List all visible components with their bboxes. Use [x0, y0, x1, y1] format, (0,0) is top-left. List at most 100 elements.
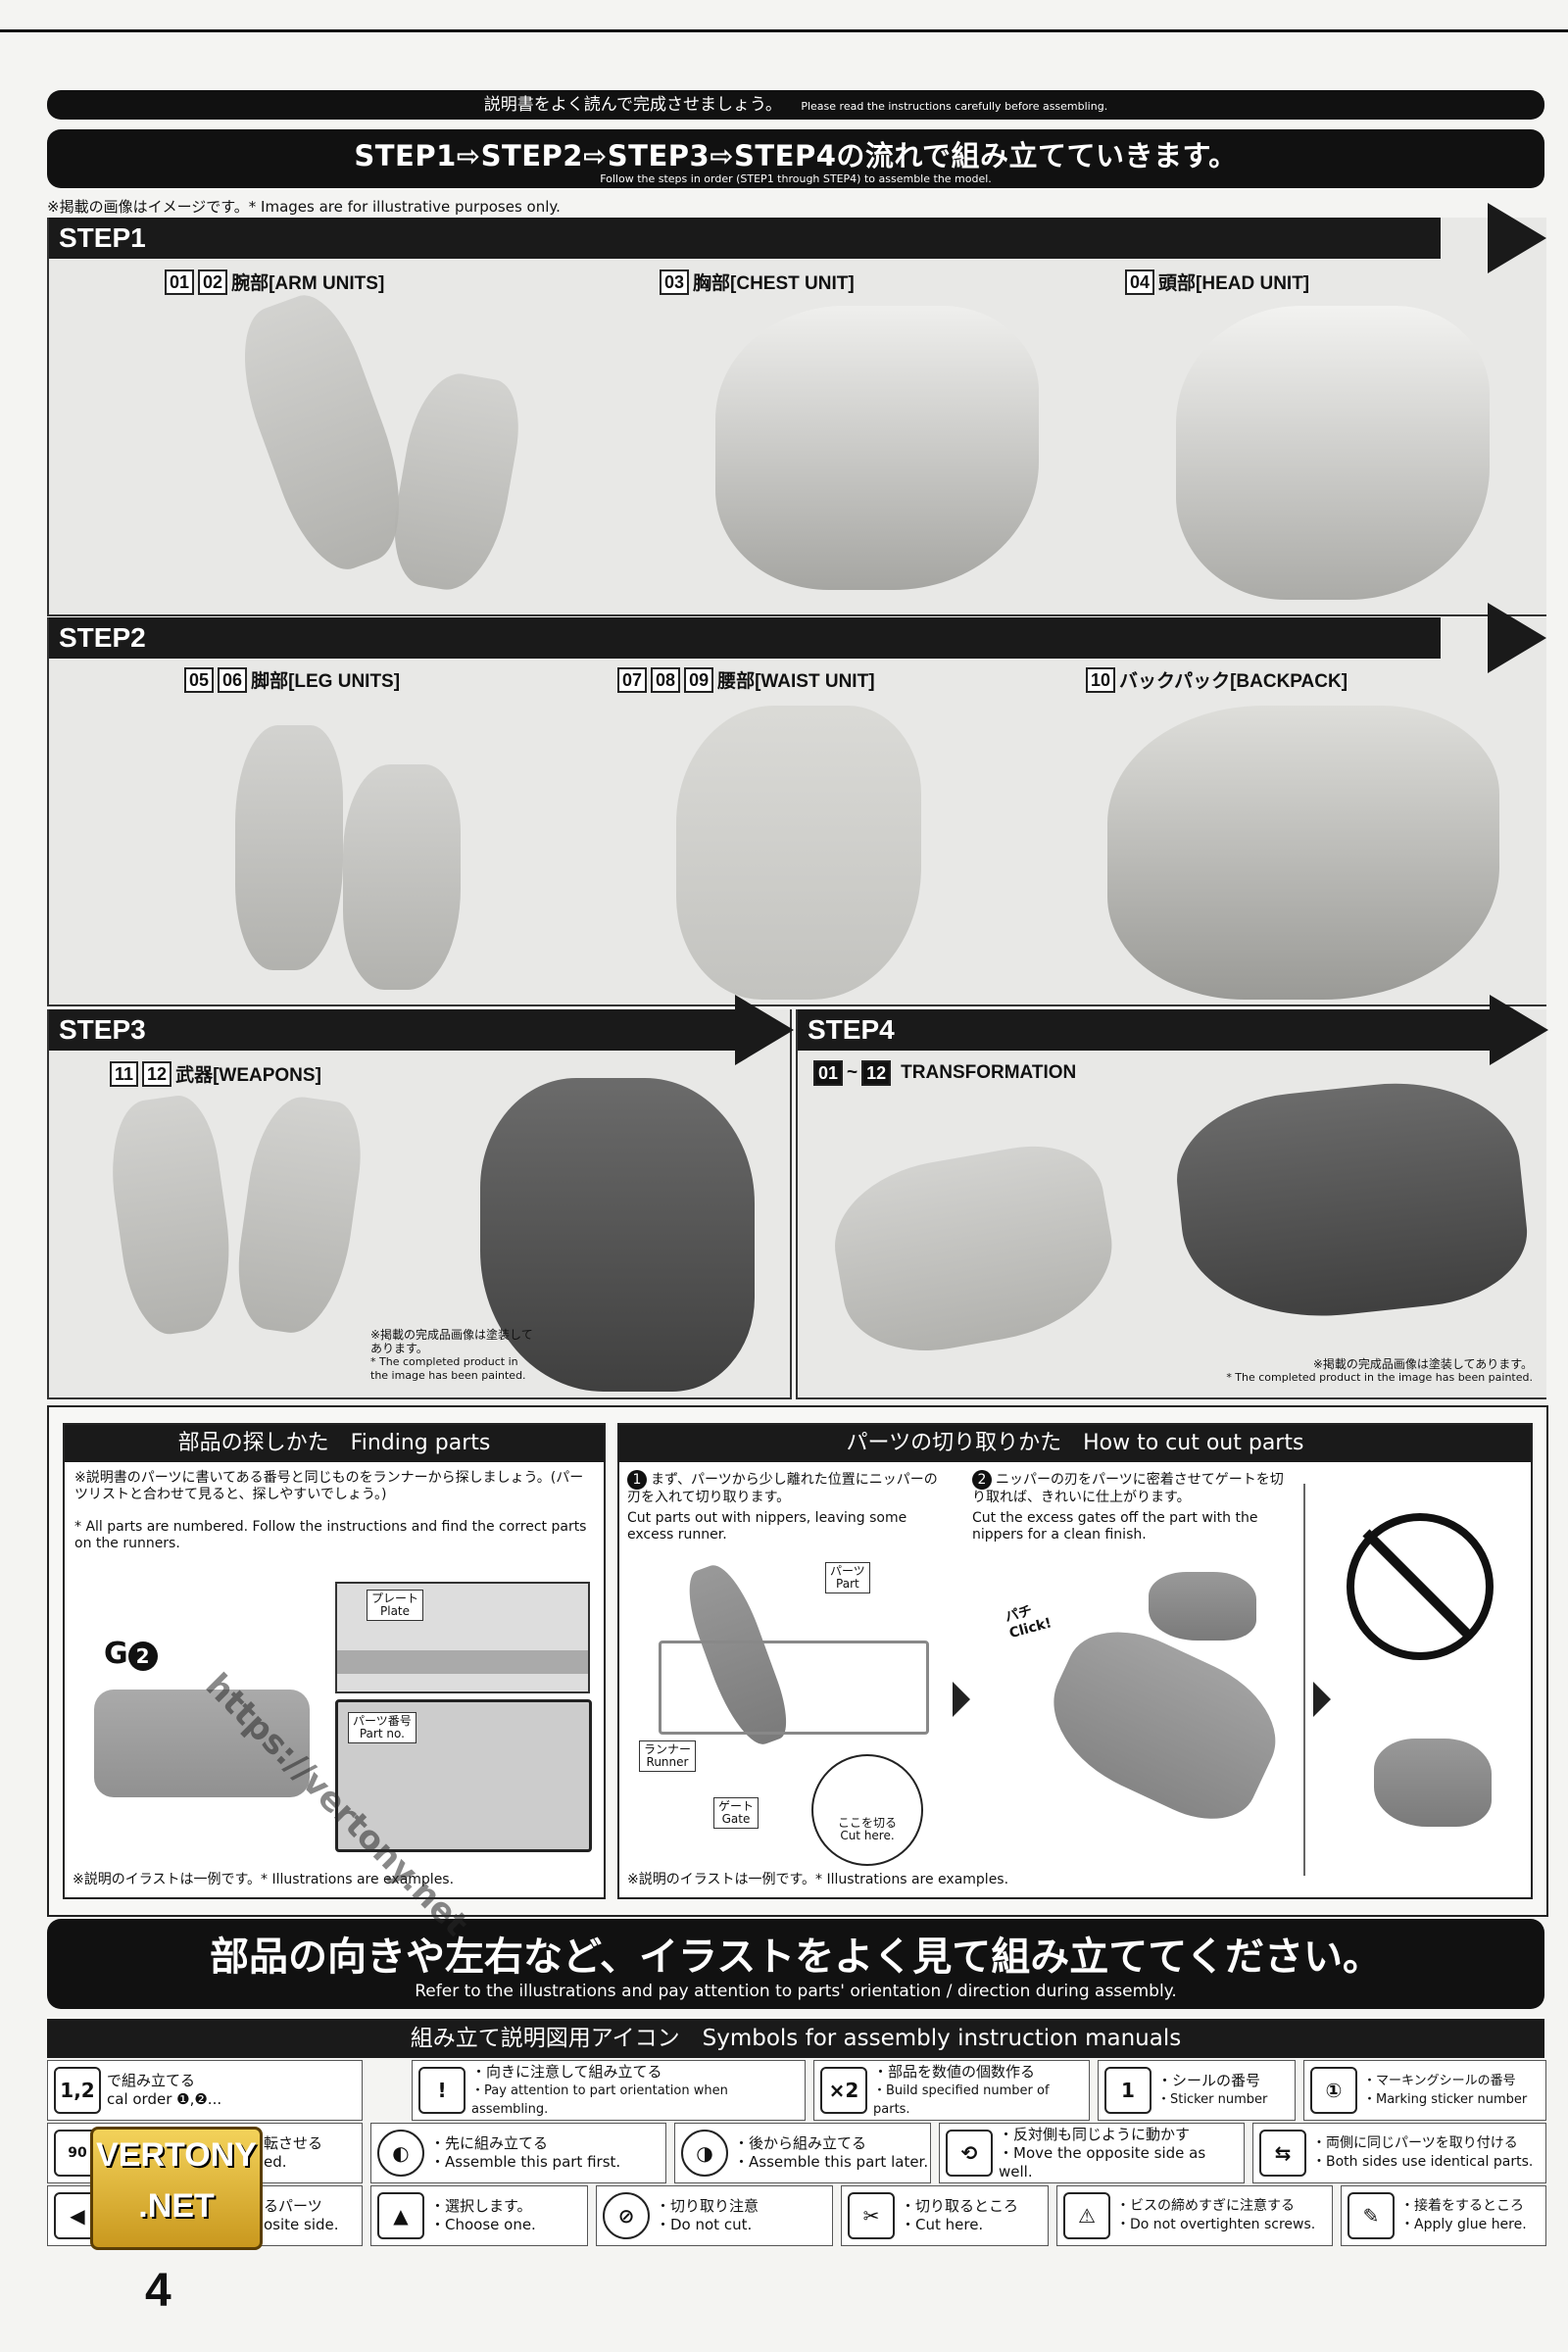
plate-label: プレート Plate: [367, 1590, 424, 1621]
runner-frame-image: [659, 1641, 929, 1735]
choose-icon: ▲: [377, 2192, 424, 2239]
symbol-en: ・Do not cut.: [656, 2216, 753, 2233]
finding-example-note: ※説明のイラストは一例です。* Illustrations are exampl…: [73, 1872, 455, 1887]
part-num: 10: [1086, 666, 1116, 693]
step2-item-waist: 07 08 09 腰部[WAIST UNIT]: [617, 666, 875, 693]
item-title: 胸部[CHEST UNIT]: [693, 273, 855, 294]
cut-part-image: [1149, 1572, 1256, 1641]
backpack-image: [1107, 706, 1499, 1000]
part-num: 08: [651, 666, 681, 693]
leg-units-image: [343, 764, 461, 990]
symbol-en: ・Do not overtighten screws.: [1116, 2217, 1316, 2232]
step2-item-legs: 05 06 脚部[LEG UNITS]: [184, 666, 400, 693]
step2-label: STEP2: [59, 622, 146, 653]
symbol-en: ・Assemble this part later.: [734, 2153, 929, 2171]
arrow-right-icon: [1313, 1682, 1331, 1717]
weapon-image: [101, 1091, 242, 1340]
part-en: Part: [836, 1577, 859, 1591]
symbol-marking-sticker: ① ・マーキングシールの番号・Marking sticker number: [1303, 2060, 1546, 2121]
symbol-jp: ・切り取るところ: [901, 2197, 1019, 2215]
symbol-en: ・Build specified number of parts.: [873, 2082, 1050, 2117]
symbol-move-opposite: ⟲ ・反対側も同じように動かす・Move the opposite side a…: [939, 2123, 1245, 2183]
cut-step1-jp: まず、パーツから少し離れた位置にニッパーの刃を入れて切り取ります。: [627, 1472, 938, 1505]
item-title: 頭部[HEAD UNIT]: [1158, 273, 1310, 294]
cut-here-callout: ここを切る Cut here.: [811, 1754, 923, 1866]
painted-en: * The completed product in the image has…: [370, 1355, 526, 1382]
item-title: 武器[WEAPONS]: [175, 1065, 321, 1086]
step4-arrow-icon: [1490, 995, 1548, 1065]
chest-unit-image: [715, 306, 1039, 590]
arm-units-image: [383, 367, 528, 598]
part-num: 05: [184, 666, 215, 693]
step-flow-banner: STEP1⇨STEP2⇨STEP3⇨STEP4の流れで組み立てていきます。 Fo…: [47, 129, 1544, 188]
step3-header: STEP3: [49, 1009, 735, 1051]
finding-en: * All parts are numbered. Follow the ins…: [74, 1519, 587, 1551]
runner-part-image: [94, 1690, 310, 1797]
transformed-mode-painted-image: [1168, 1070, 1535, 1331]
page-number: 4: [145, 2265, 172, 2317]
partno-en: Part no.: [359, 1727, 405, 1740]
clean-part-image: [1374, 1739, 1492, 1827]
painted-en: * The completed product in the image has…: [1226, 1371, 1533, 1384]
read-instructions-banner: 説明書をよく読んで完成させましょう。 Please read the instr…: [47, 90, 1544, 120]
logo-line2: .NET: [138, 2187, 215, 2225]
vertony-logo: VERTONY .NET: [90, 2127, 263, 2250]
runner-label: ランナー Runner: [639, 1740, 697, 1772]
illustrative-note: ※掲載の画像はイメージです。* Images are for illustrat…: [47, 198, 561, 216]
symbol-assemble-first: ◐ ・先に組み立てる・Assemble this part first.: [370, 2123, 666, 2183]
runner-en: Runner: [646, 1755, 689, 1769]
plate-strip: [337, 1650, 588, 1674]
head-unit-image: [1176, 306, 1490, 600]
item-title: バックパック[BACKPACK]: [1119, 671, 1348, 692]
finding-parts-title: 部品の探しかた Finding parts: [65, 1425, 604, 1462]
gate-label: ゲート Gate: [713, 1797, 760, 1829]
flow-en: Follow the steps in order (STEP1 through…: [600, 172, 992, 185]
step1-panel: STEP1 01 02 腕部[ARM UNITS] 03 胸部[CHEST UN…: [47, 203, 1546, 616]
symbol-jp: ・反対側も同じように動かす: [999, 2125, 1191, 2143]
plate-jp: プレート: [371, 1592, 419, 1605]
symbol-en: ・Cut here.: [901, 2216, 984, 2233]
symbol-en: ・Choose one.: [430, 2216, 536, 2233]
item-title: 脚部[LEG UNITS]: [251, 671, 401, 692]
multiply-icon: ×2: [820, 2067, 867, 2114]
transformed-mode-image: [822, 1134, 1126, 1365]
g-num: 2: [127, 1642, 158, 1671]
symbol-en: ・Apply glue here.: [1400, 2217, 1527, 2232]
symbol-en: ed.: [264, 2153, 287, 2171]
divider: [1303, 1484, 1305, 1876]
part-jp: パーツ: [830, 1564, 865, 1578]
step2-header: STEP2: [49, 617, 1441, 659]
step1-arrow-icon: [1488, 203, 1546, 273]
symbol-en: cal order ❶,❷...: [107, 2090, 222, 2108]
click-sound: パチ Click!: [1003, 1596, 1054, 1642]
symbol-choose: ▲ ・選択します。・Choose one.: [370, 2185, 588, 2246]
symbol-en: ・Marking sticker number: [1363, 2092, 1528, 2107]
part-label: パーツ Part: [825, 1562, 870, 1593]
marking-sticker-icon: ①: [1310, 2067, 1357, 2114]
symbol-jp: ・両側に同じパーツを取り付ける: [1312, 2135, 1518, 2151]
symbol-en: osite side.: [264, 2216, 339, 2233]
cutting-parts-title: パーツの切り取りかた How to cut out parts: [619, 1425, 1531, 1462]
orientation-jp: 部品の向きや左右など、イラストをよく見て組み立ててください。: [210, 1935, 1382, 1980]
step4-item-transformation: 01 ~ 12 TRANSFORMATION: [813, 1060, 1076, 1086]
nipper-icon: ✂: [848, 2192, 895, 2239]
symbol-assemble-later: ◑ ・後から組み立てる・Assemble this part later.: [674, 2123, 931, 2183]
step1-header: STEP1: [49, 218, 1441, 259]
g-label: G: [104, 1637, 128, 1671]
assemble-later-icon: ◑: [681, 2130, 728, 2177]
item-title: TRANSFORMATION: [901, 1062, 1077, 1083]
symbol-jp: ・向きに注意して組み立てる: [471, 2062, 662, 2081]
symbol-jp: 転させる: [264, 2134, 323, 2152]
step4-header: STEP4: [798, 1009, 1494, 1051]
symbol-en: ・Sticker number: [1157, 2092, 1268, 2107]
step1-item-arm: 01 02 腕部[ARM UNITS]: [165, 269, 384, 295]
finding-jp: ※説明書のパーツに書いてある番号と同じものをランナーから探しましょう。(パーツリ…: [74, 1470, 584, 1502]
symbol-jp: るパーツ: [264, 2197, 322, 2215]
symbol-count: ×2 ・部品を数値の個数作る・Build specified number of…: [813, 2060, 1090, 2121]
sticker-icon: 1: [1104, 2067, 1152, 2114]
move-opposite-icon: ⟲: [946, 2130, 993, 2177]
range-sep: ~: [847, 1062, 858, 1083]
